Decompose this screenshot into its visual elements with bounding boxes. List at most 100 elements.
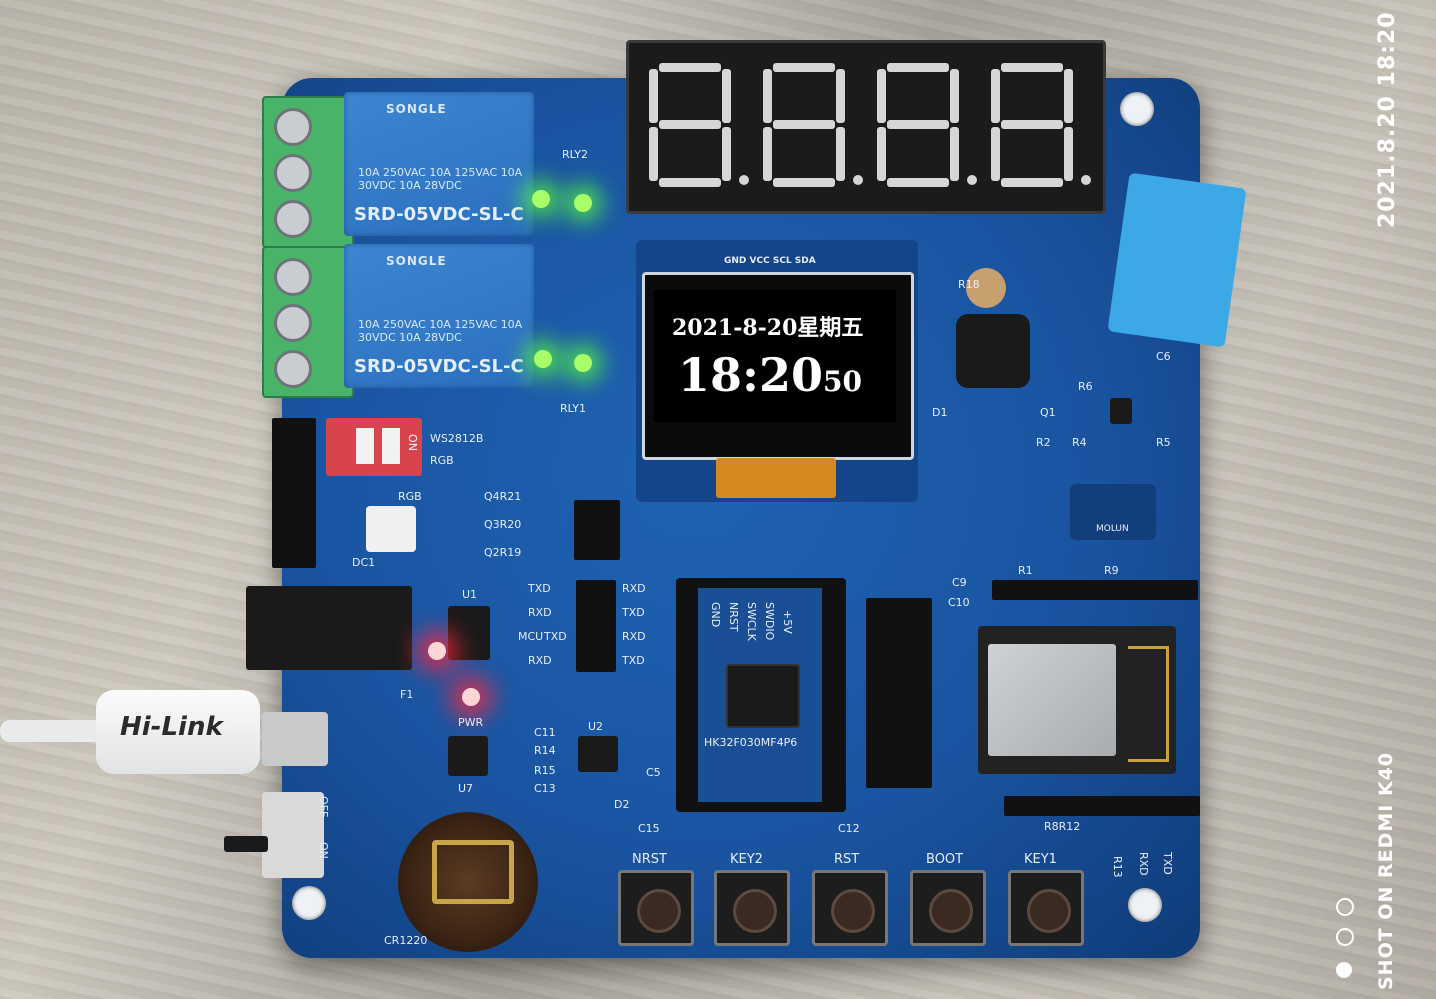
mcu-pin-gnd: GND bbox=[709, 602, 722, 628]
c13-label: C13 bbox=[534, 782, 556, 795]
rly2-label: RLY2 bbox=[562, 148, 589, 161]
switch-on-label: ON bbox=[317, 842, 330, 859]
seven-segment-display bbox=[626, 40, 1106, 214]
r21-label: Q4R21 bbox=[484, 490, 522, 503]
relay-brand: SONGLE bbox=[386, 102, 447, 116]
relay-spec: 10A 250VAC 10A 125VAC 10A 30VDC 10A 28VD… bbox=[358, 166, 523, 192]
oled-pin-labels: GND VCC SCL SDA bbox=[724, 256, 816, 266]
nrst-button[interactable] bbox=[618, 870, 694, 946]
button-cap bbox=[733, 889, 777, 933]
watermark-datetime: 2021.8.20 18:20 bbox=[1375, 11, 1400, 228]
power-switch-lever[interactable] bbox=[224, 836, 268, 852]
dip-switch: ON bbox=[326, 418, 422, 476]
pin-header-bottom-esp bbox=[1004, 796, 1200, 816]
pin-header-top-esp bbox=[992, 580, 1198, 600]
screw-icon bbox=[274, 258, 312, 296]
light-sensor-chip bbox=[1110, 398, 1132, 424]
segment-digit bbox=[649, 63, 749, 187]
watermark-device: SHOT ON REDMI K40 bbox=[1375, 751, 1397, 990]
power-switch[interactable] bbox=[262, 792, 324, 878]
green-led-bottom-2 bbox=[574, 354, 592, 372]
terminal-block-top bbox=[262, 96, 354, 248]
txd-label: TXD bbox=[1161, 852, 1174, 875]
r8r12-label: R8R12 bbox=[1044, 820, 1081, 833]
watermark-circle-icon bbox=[1336, 898, 1354, 916]
screw-icon bbox=[274, 350, 312, 388]
watermark-dot-icon bbox=[1336, 962, 1352, 978]
dc1-label: DC1 bbox=[352, 556, 376, 569]
pin-header-right bbox=[866, 598, 932, 788]
green-led-top bbox=[532, 190, 550, 208]
relay-bottom: SONGLE 10A 250VAC 10A 125VAC 10A 30VDC 1… bbox=[344, 244, 534, 388]
r4-label: R4 bbox=[1072, 436, 1087, 449]
green-led-top-2 bbox=[574, 194, 592, 212]
mcu-pin-swdio: SWDIO bbox=[763, 602, 776, 641]
dip-on-label: ON bbox=[405, 434, 419, 451]
r9-label: R9 bbox=[1104, 564, 1119, 577]
rgb-label-2: RGB bbox=[398, 490, 422, 503]
c11-label: C11 bbox=[534, 726, 556, 739]
mount-hole-bottom-right bbox=[1128, 888, 1162, 922]
oled-date-text: 2021-8-20星期五 bbox=[672, 315, 864, 341]
c15-label: C15 bbox=[638, 822, 660, 835]
rly1-label: RLY1 bbox=[560, 402, 587, 415]
pin-header-small bbox=[574, 500, 620, 560]
segment-digit bbox=[991, 63, 1091, 187]
c12-label: C12 bbox=[838, 822, 860, 835]
button-cap bbox=[637, 889, 681, 933]
c6-label: C6 bbox=[1156, 350, 1171, 363]
key2-button[interactable] bbox=[714, 870, 790, 946]
relay-model: SRD-05VDC-SL-C bbox=[354, 204, 524, 225]
r1-label: R1 bbox=[1018, 564, 1033, 577]
oled-time-text: 18:2050 bbox=[678, 348, 862, 402]
red-led-left bbox=[428, 642, 446, 660]
regulator-u1 bbox=[448, 606, 490, 660]
dc-power-jack bbox=[246, 586, 412, 670]
button-label-boot: BOOT bbox=[926, 852, 964, 867]
r2-label: R2 bbox=[1036, 436, 1051, 449]
q1-label: Q1 bbox=[1040, 406, 1056, 419]
button-label-key2: KEY2 bbox=[730, 852, 763, 867]
serial-mcu-prefix: MCU bbox=[518, 630, 544, 643]
mcu-pin-nrst: NRST bbox=[727, 602, 740, 632]
rst-button[interactable] bbox=[812, 870, 888, 946]
oled-hours-minutes: 18:20 bbox=[678, 348, 824, 402]
d2-label: D2 bbox=[614, 798, 630, 811]
pin-header-left bbox=[272, 418, 316, 568]
d1-label: D1 bbox=[932, 406, 948, 419]
relay-brand: SONGLE bbox=[386, 254, 447, 268]
u1-label: U1 bbox=[462, 588, 478, 601]
r19-label: Q2R19 bbox=[484, 546, 522, 559]
watermark-circle-icon bbox=[1336, 928, 1354, 946]
relay-spec: 10A 250VAC 10A 125VAC 10A 30VDC 10A 28VD… bbox=[358, 318, 523, 344]
mcu-board bbox=[676, 578, 846, 812]
r6-label: R6 bbox=[1078, 380, 1093, 393]
r18-label: R18 bbox=[958, 278, 980, 291]
oled-screen bbox=[654, 290, 896, 422]
segment-digit bbox=[763, 63, 863, 187]
screw-icon bbox=[274, 304, 312, 342]
pwr-led bbox=[462, 688, 480, 706]
ws2812b-label: WS2812B bbox=[430, 432, 484, 445]
key1-button[interactable] bbox=[1008, 870, 1084, 946]
c10-label: C10 bbox=[948, 596, 970, 609]
wifi-module bbox=[978, 626, 1176, 774]
terminal-block-bottom bbox=[262, 246, 354, 398]
green-led-bottom bbox=[534, 350, 552, 368]
switch-off-label: OFF bbox=[317, 796, 330, 818]
serial-left-4: RXD bbox=[528, 654, 552, 667]
boot-button[interactable] bbox=[910, 870, 986, 946]
plus5v-label: +5V bbox=[781, 610, 794, 634]
relay-model: SRD-05VDC-SL-C bbox=[354, 356, 524, 377]
r14-label: R14 bbox=[534, 744, 556, 757]
serial-right-2: TXD bbox=[622, 606, 645, 619]
ldr-sensor bbox=[966, 268, 1006, 308]
serial-right-4: TXD bbox=[622, 654, 645, 667]
battery-clip bbox=[432, 840, 514, 904]
r20-label: Q3R20 bbox=[484, 518, 522, 531]
serial-left-2: RXD bbox=[528, 606, 552, 619]
coin-battery-holder bbox=[398, 812, 538, 952]
antenna-trace bbox=[1128, 646, 1169, 762]
r5-label: R5 bbox=[1156, 436, 1171, 449]
cr1220-label: CR1220 bbox=[384, 934, 428, 947]
